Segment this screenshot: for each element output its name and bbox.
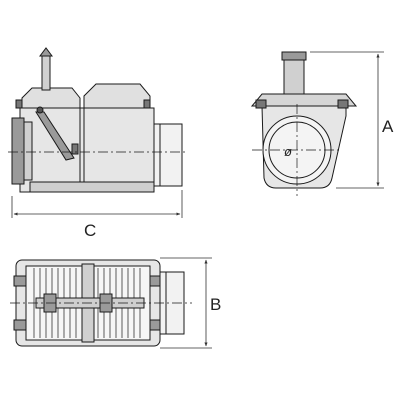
dimension-a xyxy=(310,51,384,189)
side-view xyxy=(8,47,188,193)
side-body xyxy=(19,107,155,193)
side-handle xyxy=(41,55,51,91)
side-outlet-pipe xyxy=(153,123,183,187)
dimension-c xyxy=(11,190,183,218)
dimension-b-label: B xyxy=(210,295,221,314)
side-inlet-flange xyxy=(11,117,25,185)
front-view xyxy=(250,51,358,196)
side-right-lid xyxy=(83,83,151,109)
diameter-symbol: ø xyxy=(284,144,292,159)
side-left-lid xyxy=(21,87,81,109)
dimension-c-label: C xyxy=(84,221,96,240)
dimension-a-label: A xyxy=(382,117,394,136)
front-top-frame xyxy=(250,93,358,107)
top-view xyxy=(10,259,192,347)
dimension-b xyxy=(160,257,212,349)
